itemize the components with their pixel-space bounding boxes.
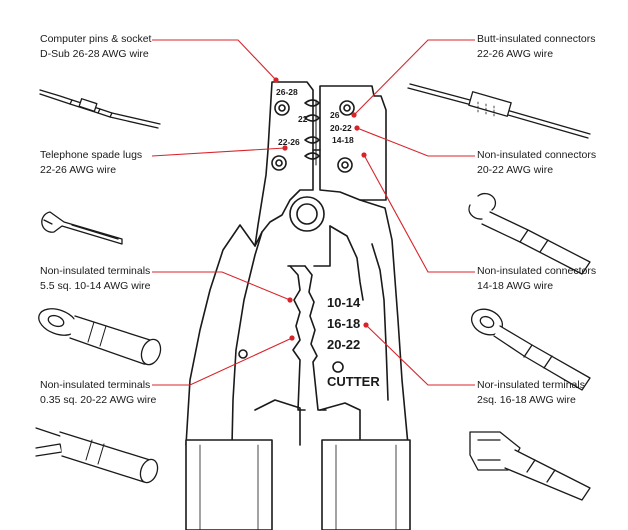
leader-line — [152, 337, 293, 386]
screw-icon — [271, 155, 287, 171]
callout-nor-ins-terminals: Nor-insulated terminals 2sq. 16-18 AWG w… — [477, 378, 585, 408]
callout-line: Non-insulated terminals — [40, 265, 151, 277]
spade-connector-icon — [468, 192, 591, 275]
marker-dot — [282, 145, 288, 151]
screw-icon — [339, 100, 355, 116]
fork-terminal-small-icon — [35, 427, 159, 484]
tool-body — [185, 199, 409, 446]
callout-line: Non-insulated terminals — [40, 379, 151, 391]
marker-dot — [289, 335, 295, 341]
handle-grip-left — [185, 439, 273, 530]
callout-line: 0.35 sq. 20-22 AWG wire — [40, 394, 157, 406]
callout-line: 2sq. 16-18 AWG wire — [477, 394, 576, 406]
butt-connector-icon — [407, 83, 591, 139]
callout-non-ins-terminals-large: Non-insulated terminals 5.5 sq. 10-14 AW… — [40, 264, 151, 294]
leader-line — [365, 324, 475, 386]
callout-line: Butt-insulated connectors — [477, 33, 596, 45]
jaw-label-10-14: 10-14 — [327, 295, 361, 310]
cutter-label: CUTTER — [327, 374, 380, 389]
leader-line — [363, 154, 475, 273]
callout-line: Nor-insulated terminals — [477, 379, 585, 391]
callout-butt-insulated: Butt-insulated connectors 22-26 AWG wire — [477, 32, 595, 62]
callout-line: 20-22 AWG wire — [477, 164, 554, 176]
die-label-22: 22- — [298, 114, 310, 124]
callout-non-ins-connectors-20: Non-insulated connectors 20-22 AWG wire — [477, 148, 596, 178]
marker-dot — [363, 322, 369, 328]
marker-dot — [361, 152, 367, 158]
die-label-22-26: 22-26 — [278, 137, 300, 147]
callout-non-ins-connectors-14: Non-insulated connectors 14-18 AWG wire — [477, 264, 596, 294]
callout-line: Non-insulated connectors — [477, 149, 597, 161]
callout-computer-pins: Computer pins & socket D-Sub 26-28 AWG w… — [40, 32, 151, 62]
spade-lug-icon — [41, 211, 123, 245]
callout-line: 14-18 AWG wire — [477, 280, 554, 292]
marker-dot — [354, 125, 360, 131]
ring-terminal-large-icon — [38, 308, 162, 366]
die-label-26-28: 26-28 — [276, 87, 298, 97]
quick-disconnect-icon — [469, 431, 591, 501]
leader-line — [356, 127, 475, 157]
die-label-20-22: 20-22 — [330, 123, 352, 133]
leader-line — [152, 39, 277, 81]
marker-dot — [273, 77, 279, 83]
leader-line — [151, 147, 286, 157]
callout-line: 22-26 AWG wire — [40, 164, 117, 176]
screw-icon — [337, 157, 353, 173]
marker-dot — [287, 297, 293, 303]
leader-line — [152, 271, 291, 301]
callout-line: D-Sub 26-28 AWG wire — [40, 48, 149, 60]
computer-pin-icon — [39, 89, 161, 129]
callout-non-ins-terminals-small: Non-insulated terminals 0.35 sq. 20-22 A… — [40, 378, 156, 408]
marker-dot — [351, 112, 357, 118]
die-label-26: 26 — [330, 110, 340, 120]
handle-grip-right — [321, 439, 411, 530]
leader-line — [353, 39, 475, 116]
jaw-label-16-18: 16-18 — [327, 316, 360, 331]
callout-line: Non-insulated connectors — [477, 265, 597, 277]
callout-line: 5.5 sq. 10-14 AWG wire — [40, 280, 151, 292]
callout-line: Telephone spade lugs — [40, 149, 143, 161]
ring-connector-icon — [470, 308, 591, 391]
pivot-bolt-icon — [289, 196, 325, 232]
callout-line: Computer pins & socket — [40, 33, 152, 45]
tool-head — [254, 81, 387, 247]
die-label-14-18: 14-18 — [332, 135, 354, 145]
jaw-label-20-22: 20-22 — [327, 337, 360, 352]
callout-telephone-lugs: Telephone spade lugs 22-26 AWG wire — [40, 148, 142, 178]
callout-line: 22-26 AWG wire — [477, 48, 554, 60]
screw-icon — [274, 100, 290, 116]
